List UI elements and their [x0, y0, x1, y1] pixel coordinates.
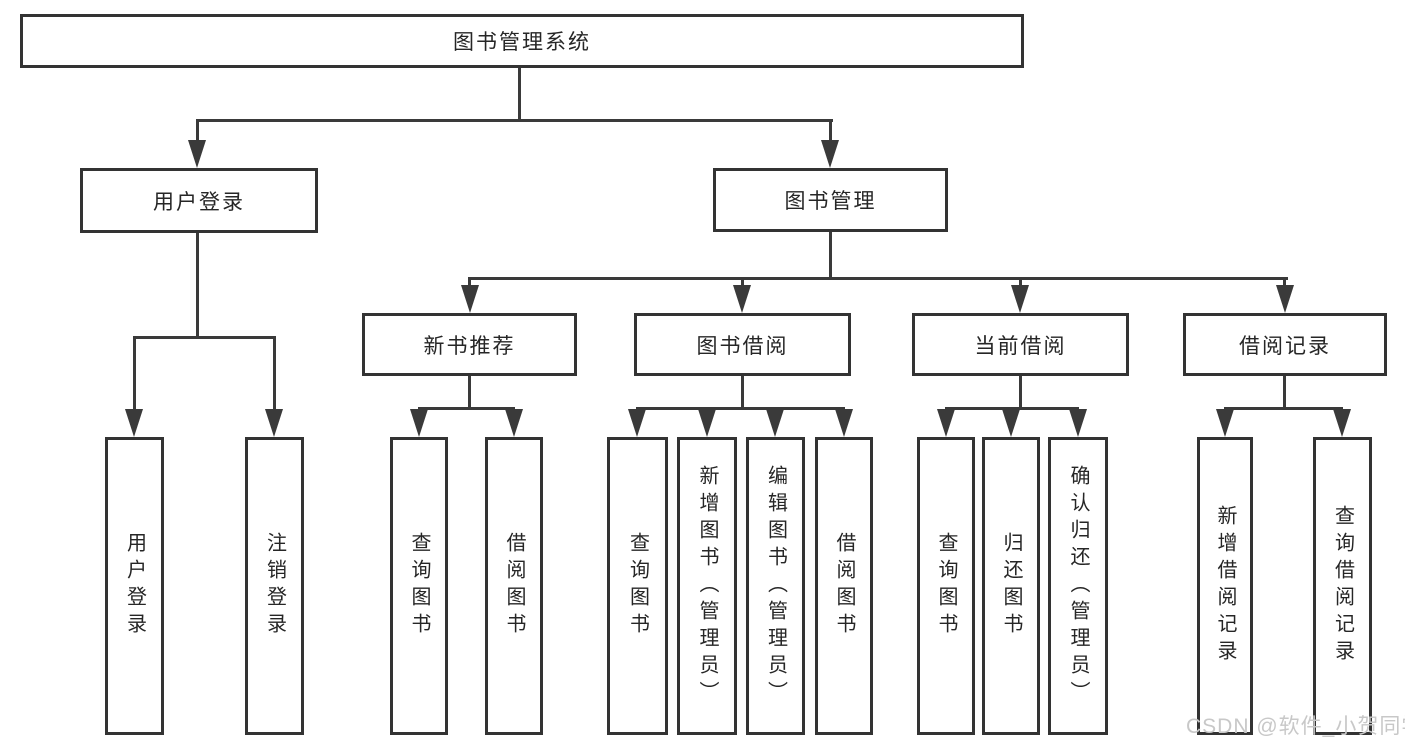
arrow-to-leaf-borrow-book-2 [835, 409, 853, 437]
arrow-to-leaf-query-book-1 [410, 409, 428, 437]
arrow-to-leaf-add-book [698, 409, 716, 437]
connector-user-drop [196, 122, 199, 142]
arrow-to-leaf-query-book-2 [628, 409, 646, 437]
arrow-to-group-borrow-record [1276, 285, 1294, 313]
connector-top-horizontal [196, 119, 833, 122]
connector-user-leaf-stem-2 [273, 339, 276, 411]
arrow-to-group-book-borrow [733, 285, 751, 313]
group-current-borrow-label: 当前借阅 [974, 334, 1067, 358]
connector-user-leaf-stem-1 [133, 339, 136, 411]
arrow-to-leaf-user-login [125, 409, 143, 437]
connector-newbook-stem [468, 376, 471, 409]
connector-user-horizontal [133, 336, 276, 339]
connector-group-drop-4 [1283, 280, 1286, 288]
leaf-borrow-book-2-label: 借阅图书 [833, 532, 855, 640]
arrow-to-book-management [821, 140, 839, 168]
leaf-add-borrow-record-label: 新增借阅记录 [1214, 505, 1236, 667]
branch-book-management-label: 图书管理 [784, 190, 877, 213]
connector-root-stem [518, 68, 521, 122]
leaf-return-book-label: 归还图书 [1000, 532, 1022, 640]
leaf-user-login-label: 用户登录 [123, 532, 146, 640]
arrow-to-leaf-confirm-return [1069, 409, 1087, 437]
leaf-edit-book-admin: 编辑图书（管理员） [746, 437, 805, 735]
arrow-to-user-login [188, 140, 206, 168]
leaf-query-borrow-record-label: 查询借阅记录 [1331, 505, 1354, 667]
csdn-watermark: CSDN @软件_小贺同学 [1186, 715, 1405, 738]
arrow-to-leaf-add-record [1216, 409, 1234, 437]
leaf-query-borrow-record: 查询借阅记录 [1313, 437, 1372, 735]
leaf-confirm-return-admin: 确认归还（管理员） [1048, 437, 1108, 735]
group-current-borrow: 当前借阅 [912, 313, 1129, 376]
connector-book-drop [829, 122, 832, 142]
leaf-query-book-1-label: 查询图书 [408, 532, 430, 640]
leaf-add-book-admin-label: 新增图书（管理员） [696, 464, 718, 708]
connector-book-horizontal [468, 277, 1288, 280]
arrow-to-leaf-return-book [1002, 409, 1020, 437]
connector-borrowrecord-horizontal [1224, 407, 1343, 410]
connector-borrowrecord-stem [1283, 376, 1286, 409]
arrow-to-leaf-query-book-3 [937, 409, 955, 437]
leaf-return-book: 归还图书 [982, 437, 1040, 735]
leaf-logout: 注销登录 [245, 437, 304, 735]
branch-user-login-label: 用户登录 [153, 190, 245, 214]
branch-user-login: 用户登录 [80, 168, 318, 233]
connector-currentborrow-stem [1019, 376, 1022, 409]
arrow-to-leaf-edit-book [766, 409, 784, 437]
leaf-query-book-2-label: 查询图书 [626, 532, 649, 640]
connector-group-drop-1 [468, 280, 471, 288]
connector-book-branch-stem [829, 232, 832, 279]
group-new-book-label: 新书推荐 [423, 334, 516, 358]
connector-group-drop-3 [1019, 280, 1022, 288]
arrow-to-leaf-query-record [1333, 409, 1351, 437]
connector-newbook-horizontal [418, 407, 515, 410]
leaf-add-book-admin: 新增图书（管理员） [677, 437, 737, 735]
leaf-borrow-book-1: 借阅图书 [485, 437, 543, 735]
leaf-query-book-3: 查询图书 [917, 437, 975, 735]
group-borrow-record-label: 借阅记录 [1239, 334, 1331, 358]
leaf-add-borrow-record: 新增借阅记录 [1197, 437, 1253, 735]
branch-book-management: 图书管理 [713, 168, 948, 232]
leaf-edit-book-admin-label: 编辑图书（管理员） [764, 464, 787, 708]
arrow-to-group-new-book [461, 285, 479, 313]
group-borrow-record: 借阅记录 [1183, 313, 1387, 376]
group-new-book: 新书推荐 [362, 313, 577, 376]
group-book-borrow: 图书借阅 [634, 313, 851, 376]
leaf-borrow-book-2: 借阅图书 [815, 437, 873, 735]
leaf-user-login: 用户登录 [105, 437, 164, 735]
connector-group-drop-2 [741, 280, 744, 288]
arrow-to-leaf-logout [265, 409, 283, 437]
arrow-to-group-current-borrow [1011, 285, 1029, 313]
connector-bookborrow-horizontal [636, 407, 845, 410]
arrow-to-leaf-borrow-book-1 [505, 409, 523, 437]
leaf-query-book-2: 查询图书 [607, 437, 668, 735]
connector-user-branch-stem [196, 233, 199, 338]
leaf-query-book-1: 查询图书 [390, 437, 448, 735]
leaf-logout-label: 注销登录 [263, 532, 286, 640]
leaf-confirm-return-admin-label: 确认归还（管理员） [1067, 464, 1089, 708]
connector-currentborrow-horizontal [945, 407, 1079, 410]
node-root-label: 图书管理系统 [453, 31, 591, 54]
leaf-borrow-book-1-label: 借阅图书 [503, 532, 525, 640]
leaf-query-book-3-label: 查询图书 [935, 532, 957, 640]
node-root: 图书管理系统 [20, 14, 1024, 68]
group-book-borrow-label: 图书借阅 [696, 334, 789, 358]
connector-bookborrow-stem [741, 376, 744, 409]
